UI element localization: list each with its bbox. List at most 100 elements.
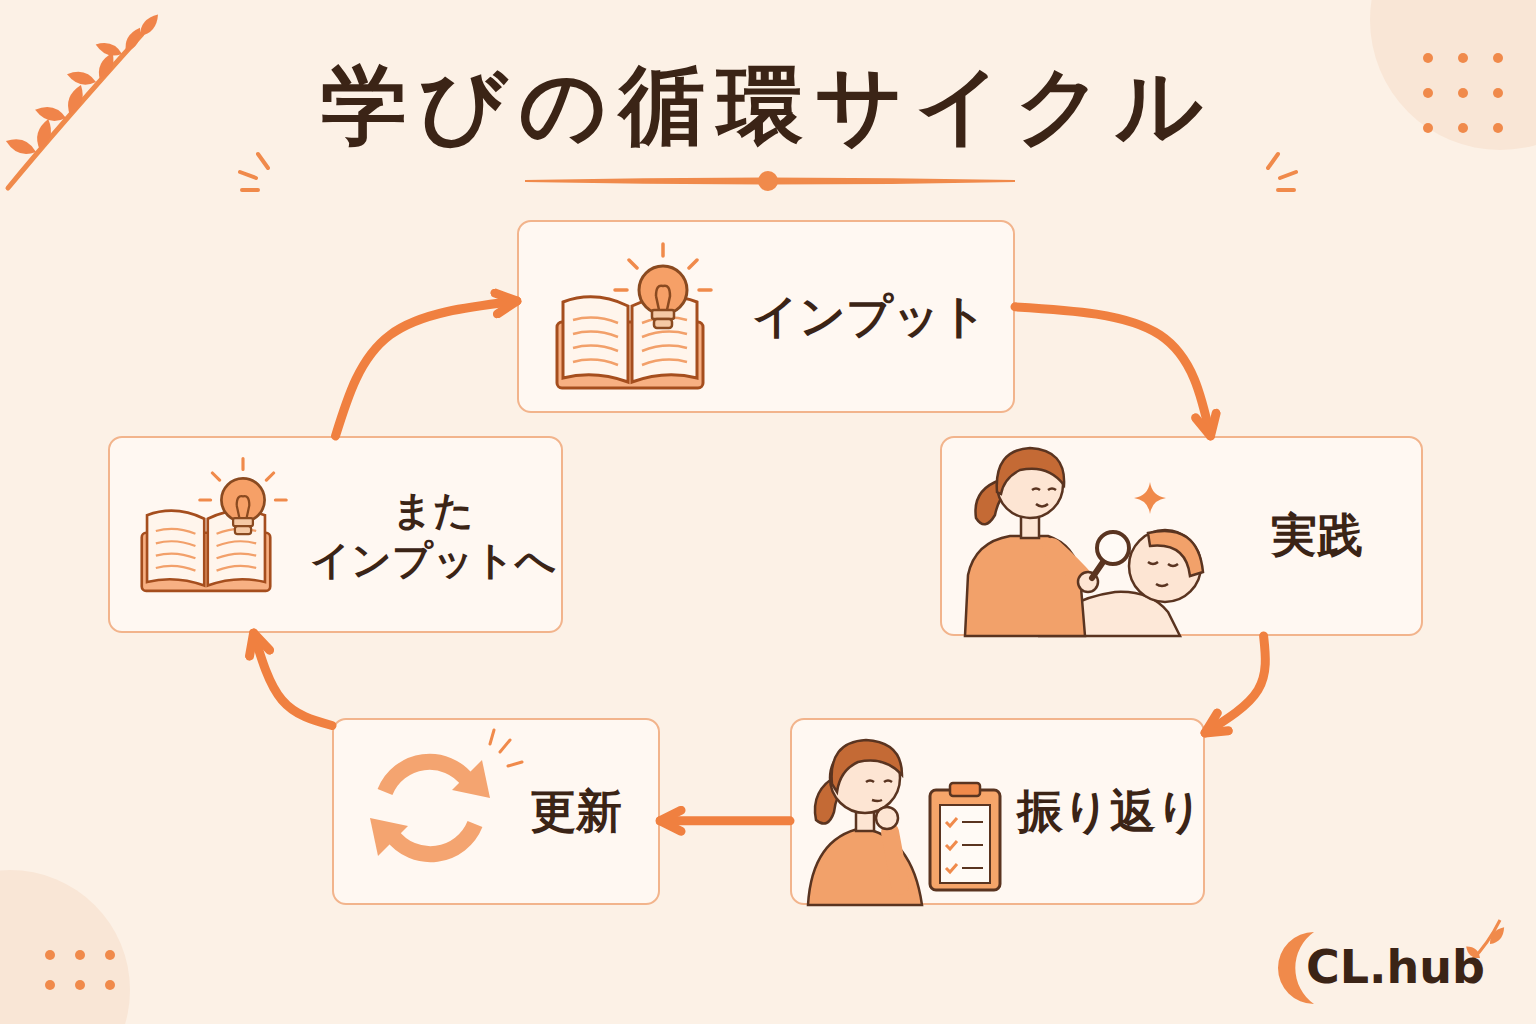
- input-again-icon: [142, 459, 286, 591]
- refresh-icon: [370, 818, 408, 856]
- title-underline: [525, 179, 1015, 184]
- reflection-illustration: [808, 740, 1000, 905]
- reflection-illustration: [962, 822, 983, 868]
- title-spark: [1268, 154, 1296, 190]
- dot-grid: [1458, 53, 1468, 63]
- reflection-illustration: [930, 790, 1000, 890]
- text-group: 更新: [506, 720, 646, 903]
- diagram-title: 学びの循環サイクル: [0, 48, 1536, 165]
- reflection-illustration: [830, 743, 900, 813]
- practice-illustration: [1040, 592, 1180, 636]
- node-label: 振り返り: [1017, 783, 1203, 841]
- leaf-branch: [121, 25, 145, 55]
- dot-grid: [1458, 123, 1468, 133]
- practice-illustration: [1134, 482, 1166, 514]
- node-label: インプット: [752, 288, 987, 346]
- leaf-branch: [136, 11, 162, 40]
- dot-grid: [1493, 88, 1503, 98]
- input-icon: [615, 244, 711, 328]
- leaf-branch: [4, 11, 163, 188]
- refresh-icon: [452, 760, 490, 798]
- cycle-arrow: [660, 816, 790, 825]
- reflection-illustration: [856, 805, 874, 831]
- process-box: インプット: [517, 220, 1015, 413]
- cycle-arrow: [254, 633, 332, 725]
- title-underline: [758, 171, 778, 191]
- practice-illustration: [1052, 548, 1086, 582]
- dot-grid: [1458, 88, 1468, 98]
- dot-grid: [1493, 53, 1503, 63]
- title-spark: [240, 154, 1296, 190]
- corner-blob: [0, 870, 130, 1024]
- logo-mark: [1278, 920, 1508, 1004]
- dot-grid: [45, 980, 55, 990]
- brand-logo: CL.hub: [1306, 940, 1485, 994]
- input-icon: [557, 297, 703, 388]
- practice-illustration: [965, 448, 1203, 636]
- reflection-illustration: [808, 828, 922, 905]
- refresh-icon: [370, 730, 522, 856]
- reflection-illustration: [876, 807, 898, 829]
- cycle-arrow: [1015, 307, 1210, 436]
- refresh-icon: [392, 824, 475, 854]
- text-group: インプット: [734, 222, 1004, 411]
- practice-illustration: [1092, 562, 1103, 578]
- practice-illustration: [1148, 531, 1203, 576]
- reflection-illustration: [815, 775, 845, 824]
- reflection-illustration: [946, 818, 957, 872]
- dot-grid: [1423, 53, 1433, 63]
- text-group: 実践: [1242, 438, 1392, 634]
- dot-grid: [105, 950, 115, 960]
- node-label: また インプットへ: [288, 485, 578, 585]
- cycle-arrow: [336, 301, 518, 436]
- dot-grid: [75, 950, 85, 960]
- refresh-icon: [490, 730, 522, 766]
- corner-blob: [1370, 0, 1536, 150]
- leaf-branch: [94, 39, 124, 59]
- dot-grid: [45, 950, 55, 960]
- cycle-arrow: [1205, 636, 1265, 733]
- leaf-branch: [4, 135, 39, 158]
- practice-illustration: [1078, 572, 1098, 592]
- dot-grid: [1423, 88, 1433, 98]
- reflection-illustration: [940, 805, 990, 883]
- node-label: 実践: [1271, 507, 1363, 565]
- practice-illustration: [997, 448, 1064, 494]
- input-icon: [557, 244, 711, 388]
- text-group: また インプットへ: [288, 438, 578, 631]
- practice-illustration: [1032, 489, 1056, 507]
- process-box: 振り返り: [790, 718, 1205, 905]
- input-again-icon: [142, 511, 270, 591]
- dot-grid: [75, 980, 85, 990]
- reflection-illustration: [890, 832, 900, 886]
- dot-grid: [105, 980, 115, 990]
- practice-illustration: [976, 480, 1007, 524]
- input-again-icon: [200, 459, 286, 535]
- process-box: また インプットへ: [108, 436, 563, 633]
- practice-illustration: [1148, 562, 1178, 586]
- practice-illustration: [1021, 512, 1039, 538]
- dot-grid: [1493, 123, 1503, 133]
- logo-mark: [1487, 924, 1508, 947]
- title-underline: [525, 171, 1015, 191]
- leaf-branch: [33, 103, 67, 124]
- title-spark: [240, 154, 268, 190]
- text-group: 振り返り: [1020, 720, 1200, 903]
- process-box: 更新: [332, 718, 660, 905]
- dot-grid: [1423, 123, 1433, 133]
- reflection-illustration: [950, 783, 980, 796]
- dot-grid: [45, 53, 1503, 990]
- node-label: 更新: [530, 783, 622, 841]
- refresh-icon: [385, 762, 468, 792]
- practice-illustration: [1097, 532, 1129, 564]
- process-box: 実践: [940, 436, 1423, 636]
- leaf-branch: [8, 34, 142, 188]
- leaf-branch: [34, 117, 55, 151]
- reflection-illustration: [832, 740, 902, 792]
- practice-illustration: [997, 452, 1063, 518]
- reflection-illustration: [866, 781, 892, 802]
- leaf-branch: [65, 68, 97, 87]
- leaf-branch: [95, 50, 119, 82]
